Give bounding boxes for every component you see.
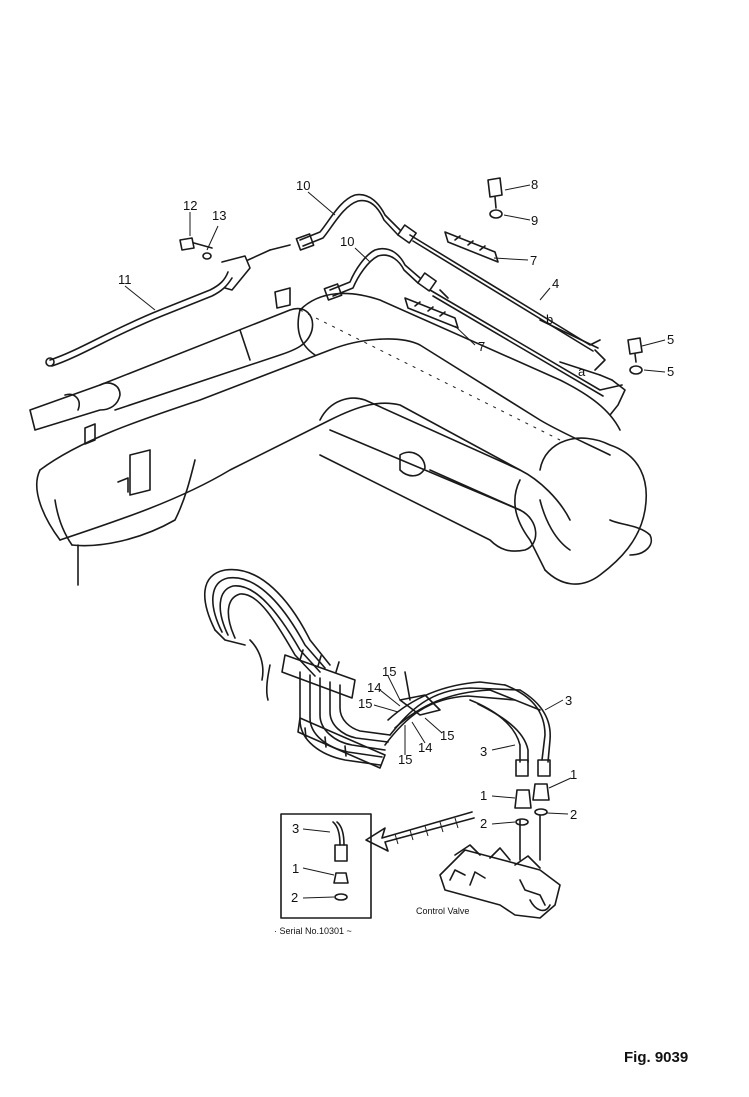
callout-12: 12 bbox=[183, 198, 197, 213]
callout-10-lower: 10 bbox=[340, 234, 354, 249]
callout-15-bottom: 15 bbox=[398, 752, 412, 767]
callout-15-left: 15 bbox=[358, 696, 372, 711]
hose-bundle bbox=[204, 568, 561, 919]
callout-b: b bbox=[546, 312, 553, 327]
callout-5-washer: 5 bbox=[667, 364, 674, 379]
callout-13: 13 bbox=[212, 208, 226, 223]
callout-4: 4 bbox=[552, 276, 559, 291]
boom-piping bbox=[45, 177, 643, 416]
direction-arrow bbox=[365, 811, 475, 852]
serial-number-note: · Serial No.10301 ~ bbox=[274, 926, 352, 936]
callout-a: a bbox=[578, 364, 586, 379]
inset-callout-2: 2 bbox=[291, 890, 298, 905]
callout-2-left: 2 bbox=[480, 816, 487, 831]
callout-7-lower: 7 bbox=[478, 339, 485, 354]
callout-14-bottom: 14 bbox=[418, 740, 432, 755]
leader-lines bbox=[124, 184, 666, 899]
callout-10-upper: 10 bbox=[296, 178, 310, 193]
inset-callout-3: 3 bbox=[292, 821, 299, 836]
callout-3-left: 3 bbox=[480, 744, 487, 759]
figure-number: Fig. 9039 bbox=[624, 1049, 688, 1066]
callout-7-upper: 7 bbox=[530, 253, 537, 268]
callout-5-bolt: 5 bbox=[667, 332, 674, 347]
callout-9: 9 bbox=[531, 213, 538, 228]
callout-11: 11 bbox=[118, 272, 132, 287]
callout-1-left: 1 bbox=[480, 788, 487, 803]
serial-inset-box bbox=[280, 813, 372, 919]
callout-3-right: 3 bbox=[565, 693, 572, 708]
callout-8: 8 bbox=[531, 177, 538, 192]
callout-15-right: 15 bbox=[440, 728, 454, 743]
control-valve-label: Control Valve bbox=[416, 906, 469, 916]
callout-14-top: 14 bbox=[367, 680, 381, 695]
callout-1-right: 1 bbox=[570, 767, 577, 782]
inset-callout-1: 1 bbox=[292, 861, 299, 876]
callout-15-top: 15 bbox=[382, 664, 396, 679]
callout-2-right: 2 bbox=[570, 807, 577, 822]
boom-assembly bbox=[29, 292, 652, 586]
